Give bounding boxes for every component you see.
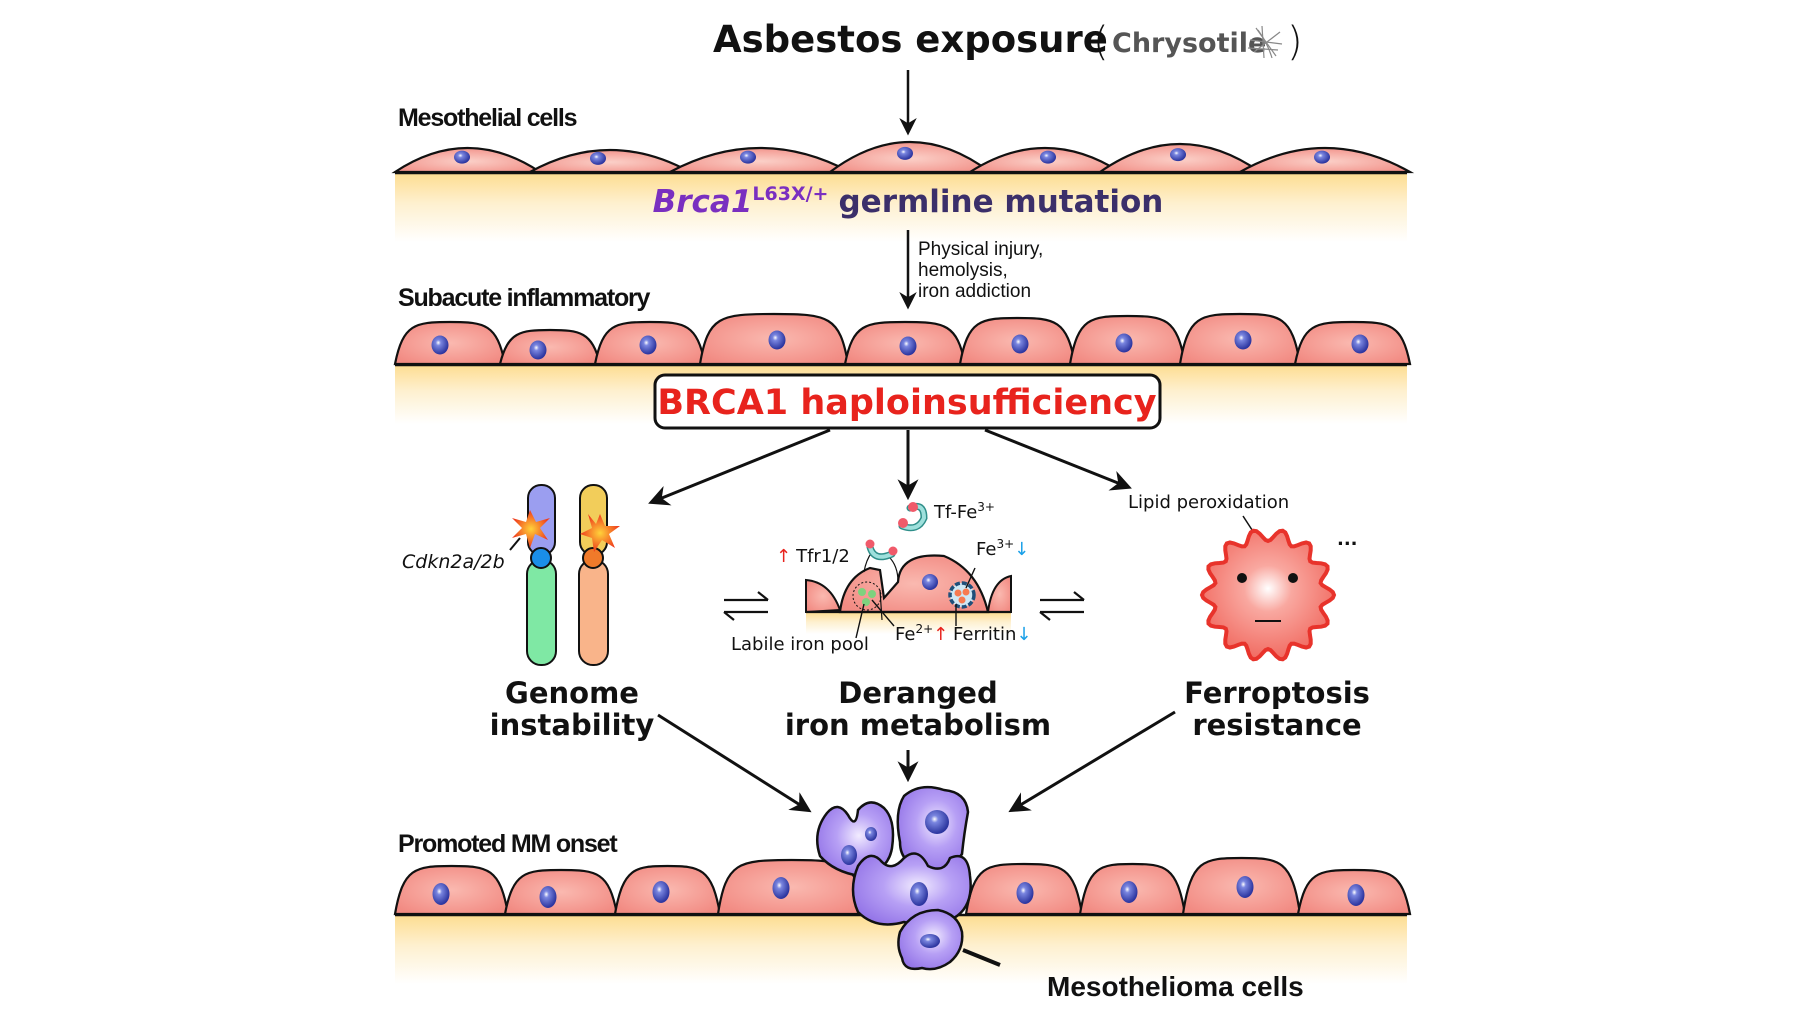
haploinsufficiency-label: BRCA1 haploinsufficiency (657, 383, 1156, 423)
down-arrow-icon: ↓ (1016, 624, 1031, 645)
lip-label: Labile iron pool (731, 634, 869, 655)
eye (1288, 573, 1298, 583)
chrysotile-label: Chrysotile (1112, 28, 1266, 59)
nucleus (922, 574, 938, 590)
gene-name: Brca1 (653, 184, 753, 220)
stage-label: Promoted MM onset (398, 830, 618, 858)
basement-membrane (395, 172, 1407, 242)
header: Asbestos exposure ( Chrysotile ) (713, 18, 1303, 65)
haploinsufficiency-box: BRCA1 haploinsufficiency (653, 373, 1162, 430)
mesothelial-cell (393, 864, 510, 916)
nucleus (1120, 881, 1138, 903)
equilibrium-icon (1039, 591, 1085, 621)
inflamed-cell (393, 320, 507, 366)
nucleus (772, 877, 790, 899)
genome-title: instability (490, 708, 655, 742)
nucleus (1236, 876, 1254, 898)
arrow-to-genome (648, 428, 831, 506)
ellipsis: ... (1337, 529, 1358, 550)
nucleus (740, 150, 756, 164)
fe3-label: Fe3+↓ (976, 537, 1029, 560)
nucleus (897, 146, 913, 160)
up-arrow-icon: ↑ (776, 546, 791, 567)
iron-branch: Tf-Fe3+ ↑Tfr1 (731, 500, 1051, 742)
nucleus (899, 336, 917, 356)
injury-label: Physical injury, hemolysis, iron addicti… (918, 239, 1043, 302)
ferritin-icon (948, 581, 976, 609)
ferroptosis-resistant-cell-icon (1199, 528, 1337, 662)
allele-sup: L63X/+ (752, 183, 828, 205)
transferrin-receptor-icon (865, 539, 898, 561)
genome-title: Genome (505, 676, 639, 710)
stage-mesothelial: Mesothelial cells Brca1L63X/+ germline mu… (391, 104, 1415, 242)
title: Asbestos exposure (713, 18, 1108, 61)
stage-label: Mesothelial cells (398, 104, 577, 132)
stage-label: Subacute inflammatory (398, 284, 651, 312)
nucleus (432, 883, 450, 905)
nucleus (590, 151, 606, 165)
arrow-ferroptosis-to-mm (1008, 710, 1176, 813)
injury-line: hemolysis, (918, 260, 1008, 281)
inflamed-cell (498, 328, 602, 366)
tf-label: Tf-Fe3+ (933, 500, 995, 523)
stage-mm-onset: Promoted MM onset Mesothelioma cells (393, 785, 1412, 1002)
nucleus (768, 330, 786, 350)
ferroptosis-branch: Lipid peroxidation ... Ferroptosis resis… (1128, 492, 1370, 742)
cell-row (393, 312, 1412, 366)
mutation-caption: Brca1L63X/+ germline mutation (653, 183, 1164, 220)
close-paren: ) (1287, 19, 1303, 65)
nucleus (652, 881, 670, 903)
chromosome-a (526, 484, 557, 666)
nucleus (1115, 333, 1133, 353)
ferritin-label: Ferritin↓ (953, 624, 1032, 645)
fe2-label: Fe2+↑ (895, 622, 948, 645)
iron-title: Deranged (838, 676, 997, 710)
transferrin-icon (898, 502, 928, 532)
nucleus (1347, 884, 1365, 906)
nucleus (539, 886, 557, 908)
dna-damage-icon (580, 514, 620, 552)
eye (1237, 573, 1247, 583)
genome-branch: Cdkn2a/2b Genome instability (402, 484, 655, 742)
gene-pointer (509, 537, 521, 551)
nucleus (1314, 150, 1330, 164)
gene-label: Cdkn2a/2b (402, 551, 505, 573)
tumor-label: Mesothelioma cells (1047, 971, 1304, 1002)
nucleus (431, 335, 449, 355)
arrow-genome-to-mm (657, 713, 812, 813)
up-arrow-icon: ↑ (933, 624, 948, 645)
chromosome-b (578, 484, 609, 666)
asbestos-fiber-icon (1247, 25, 1283, 59)
nucleus (1011, 334, 1029, 354)
ferroptosis-title: resistance (1192, 708, 1361, 742)
dna-damage-icon (512, 510, 550, 548)
tfr-label: ↑Tfr1/2 (776, 546, 850, 567)
cell-row (391, 140, 1415, 174)
lipid-label: Lipid peroxidation (1128, 492, 1289, 513)
arrow-to-ferroptosis (984, 428, 1132, 491)
nucleus (1040, 150, 1056, 164)
injury-line: iron addiction (918, 281, 1031, 302)
labile-iron-pool-icon (852, 581, 882, 611)
nucleus (1351, 334, 1369, 354)
nucleus (454, 150, 470, 164)
ferroptosis-title: Ferroptosis (1184, 676, 1370, 710)
nucleus (529, 340, 547, 360)
down-arrow-icon: ↓ (1014, 539, 1029, 560)
tumor-nuclei (841, 810, 949, 948)
equilibrium-icon (723, 591, 769, 621)
tumor-pointer (962, 948, 1001, 967)
mesothelial-cell (669, 146, 851, 174)
mesothelial-cell (503, 868, 619, 916)
iron-title: iron metabolism (785, 708, 1051, 742)
injury-line: Physical injury, (918, 239, 1043, 260)
nucleus (1016, 882, 1034, 904)
open-paren: ( (1093, 19, 1109, 65)
mutation-text: germline mutation (838, 184, 1163, 220)
nucleus (1170, 148, 1186, 162)
nucleus (1234, 330, 1252, 350)
nucleus (639, 335, 657, 355)
mesothelial-cell (529, 148, 691, 174)
